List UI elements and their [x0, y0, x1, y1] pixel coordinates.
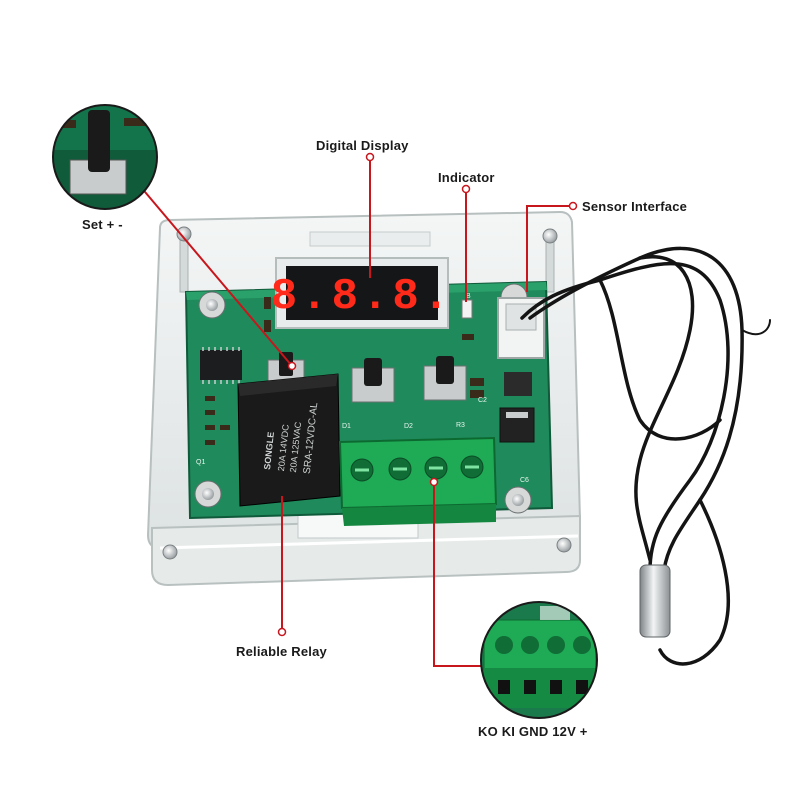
sensor-cable: [520, 246, 771, 666]
pcb-mark-d2: D2: [404, 423, 413, 430]
label-digital-display: Digital Display: [316, 138, 409, 153]
minus-button-cap: [436, 356, 454, 384]
label-set-button: Set + -: [82, 217, 123, 232]
callout-lines: [139, 158, 570, 667]
temperature-probe: [639, 564, 671, 638]
indicator-led: [461, 299, 473, 319]
relay-brand: SONGLE: [262, 431, 276, 470]
label-terminals: KO KI GND 12V +: [478, 724, 588, 739]
pcb-mark-d1: D1: [342, 423, 351, 430]
digital-display: 8.8.8.: [271, 257, 453, 329]
pcb-mark-b: B: [466, 293, 471, 300]
pcb-mark-q1: Q1: [196, 459, 205, 466]
label-sensor-interface: Sensor Interface: [582, 199, 688, 214]
plus-button-cap: [364, 358, 382, 386]
pcb-mark-c2: C2: [478, 397, 487, 404]
label-indicator: Indicator: [438, 170, 495, 185]
relay: SONGLE 20A 14VDC 20A 125VAC SRA-12VDC-AL: [237, 373, 341, 507]
pcb-mark-c6: C6: [520, 477, 529, 484]
label-reliable-relay: Reliable Relay: [236, 644, 327, 659]
sensor-connector: [497, 297, 545, 359]
relay-rating-dc: 20A 14VDC: [276, 423, 291, 471]
terminal-block: [338, 436, 498, 526]
set-button-cap: [279, 352, 293, 376]
zoom-inset-terminals: [480, 601, 598, 719]
pcb-mark-r3: R3: [456, 422, 465, 429]
display-digits: 8.8.8.: [271, 272, 453, 322]
callout-dots: [277, 152, 578, 637]
